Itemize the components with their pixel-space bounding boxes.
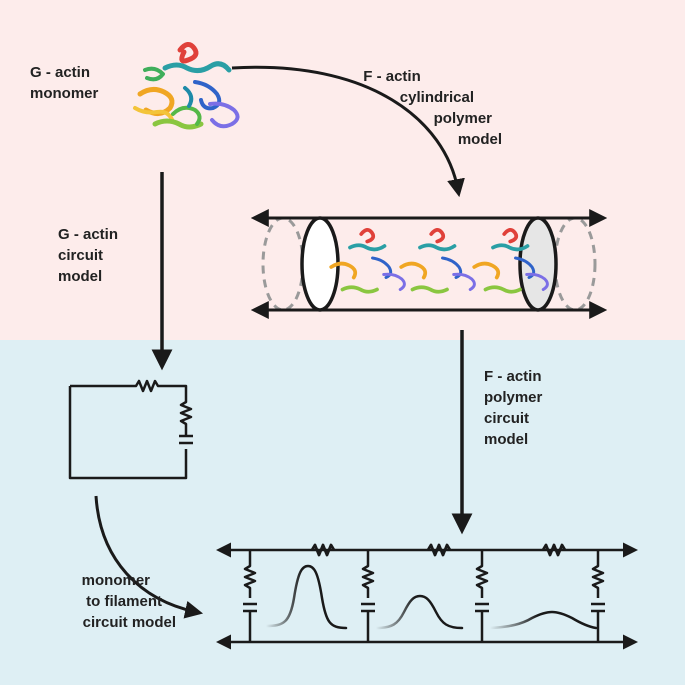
shunt-branch-3 — [475, 550, 489, 642]
shunt-branch-4 — [591, 550, 605, 642]
pulse-2 — [374, 594, 464, 630]
pulse-3 — [488, 610, 598, 630]
shunt-branch-1 — [243, 550, 257, 642]
signal-pulses — [264, 564, 598, 630]
g-actin-circuit — [68, 379, 193, 480]
arrow-monomer-to-cylinder — [231, 65, 465, 198]
polymer-protein-icons — [329, 228, 549, 294]
shunt-branch-2 — [361, 550, 375, 642]
label-monomer-to-filament: monomer to filament circuit model — [81, 572, 176, 631]
label-g-actin-circuit: G - actin circuit model — [58, 226, 119, 285]
g-actin-protein-icon — [133, 42, 240, 130]
bottom-panel — [0, 340, 685, 685]
label-f-actin-polymer-circuit: F - actin polymer circuit model — [484, 368, 543, 448]
label-g-actin-monomer: G - actin monomer — [30, 64, 99, 102]
label-f-actin-cylindrical: F - actin cylindrical polymer model — [363, 68, 502, 148]
top-panel — [0, 0, 685, 340]
f-actin-polymer-circuit — [216, 542, 638, 650]
pulse-1 — [264, 564, 348, 630]
arrow-circuit-to-filament — [94, 495, 204, 619]
